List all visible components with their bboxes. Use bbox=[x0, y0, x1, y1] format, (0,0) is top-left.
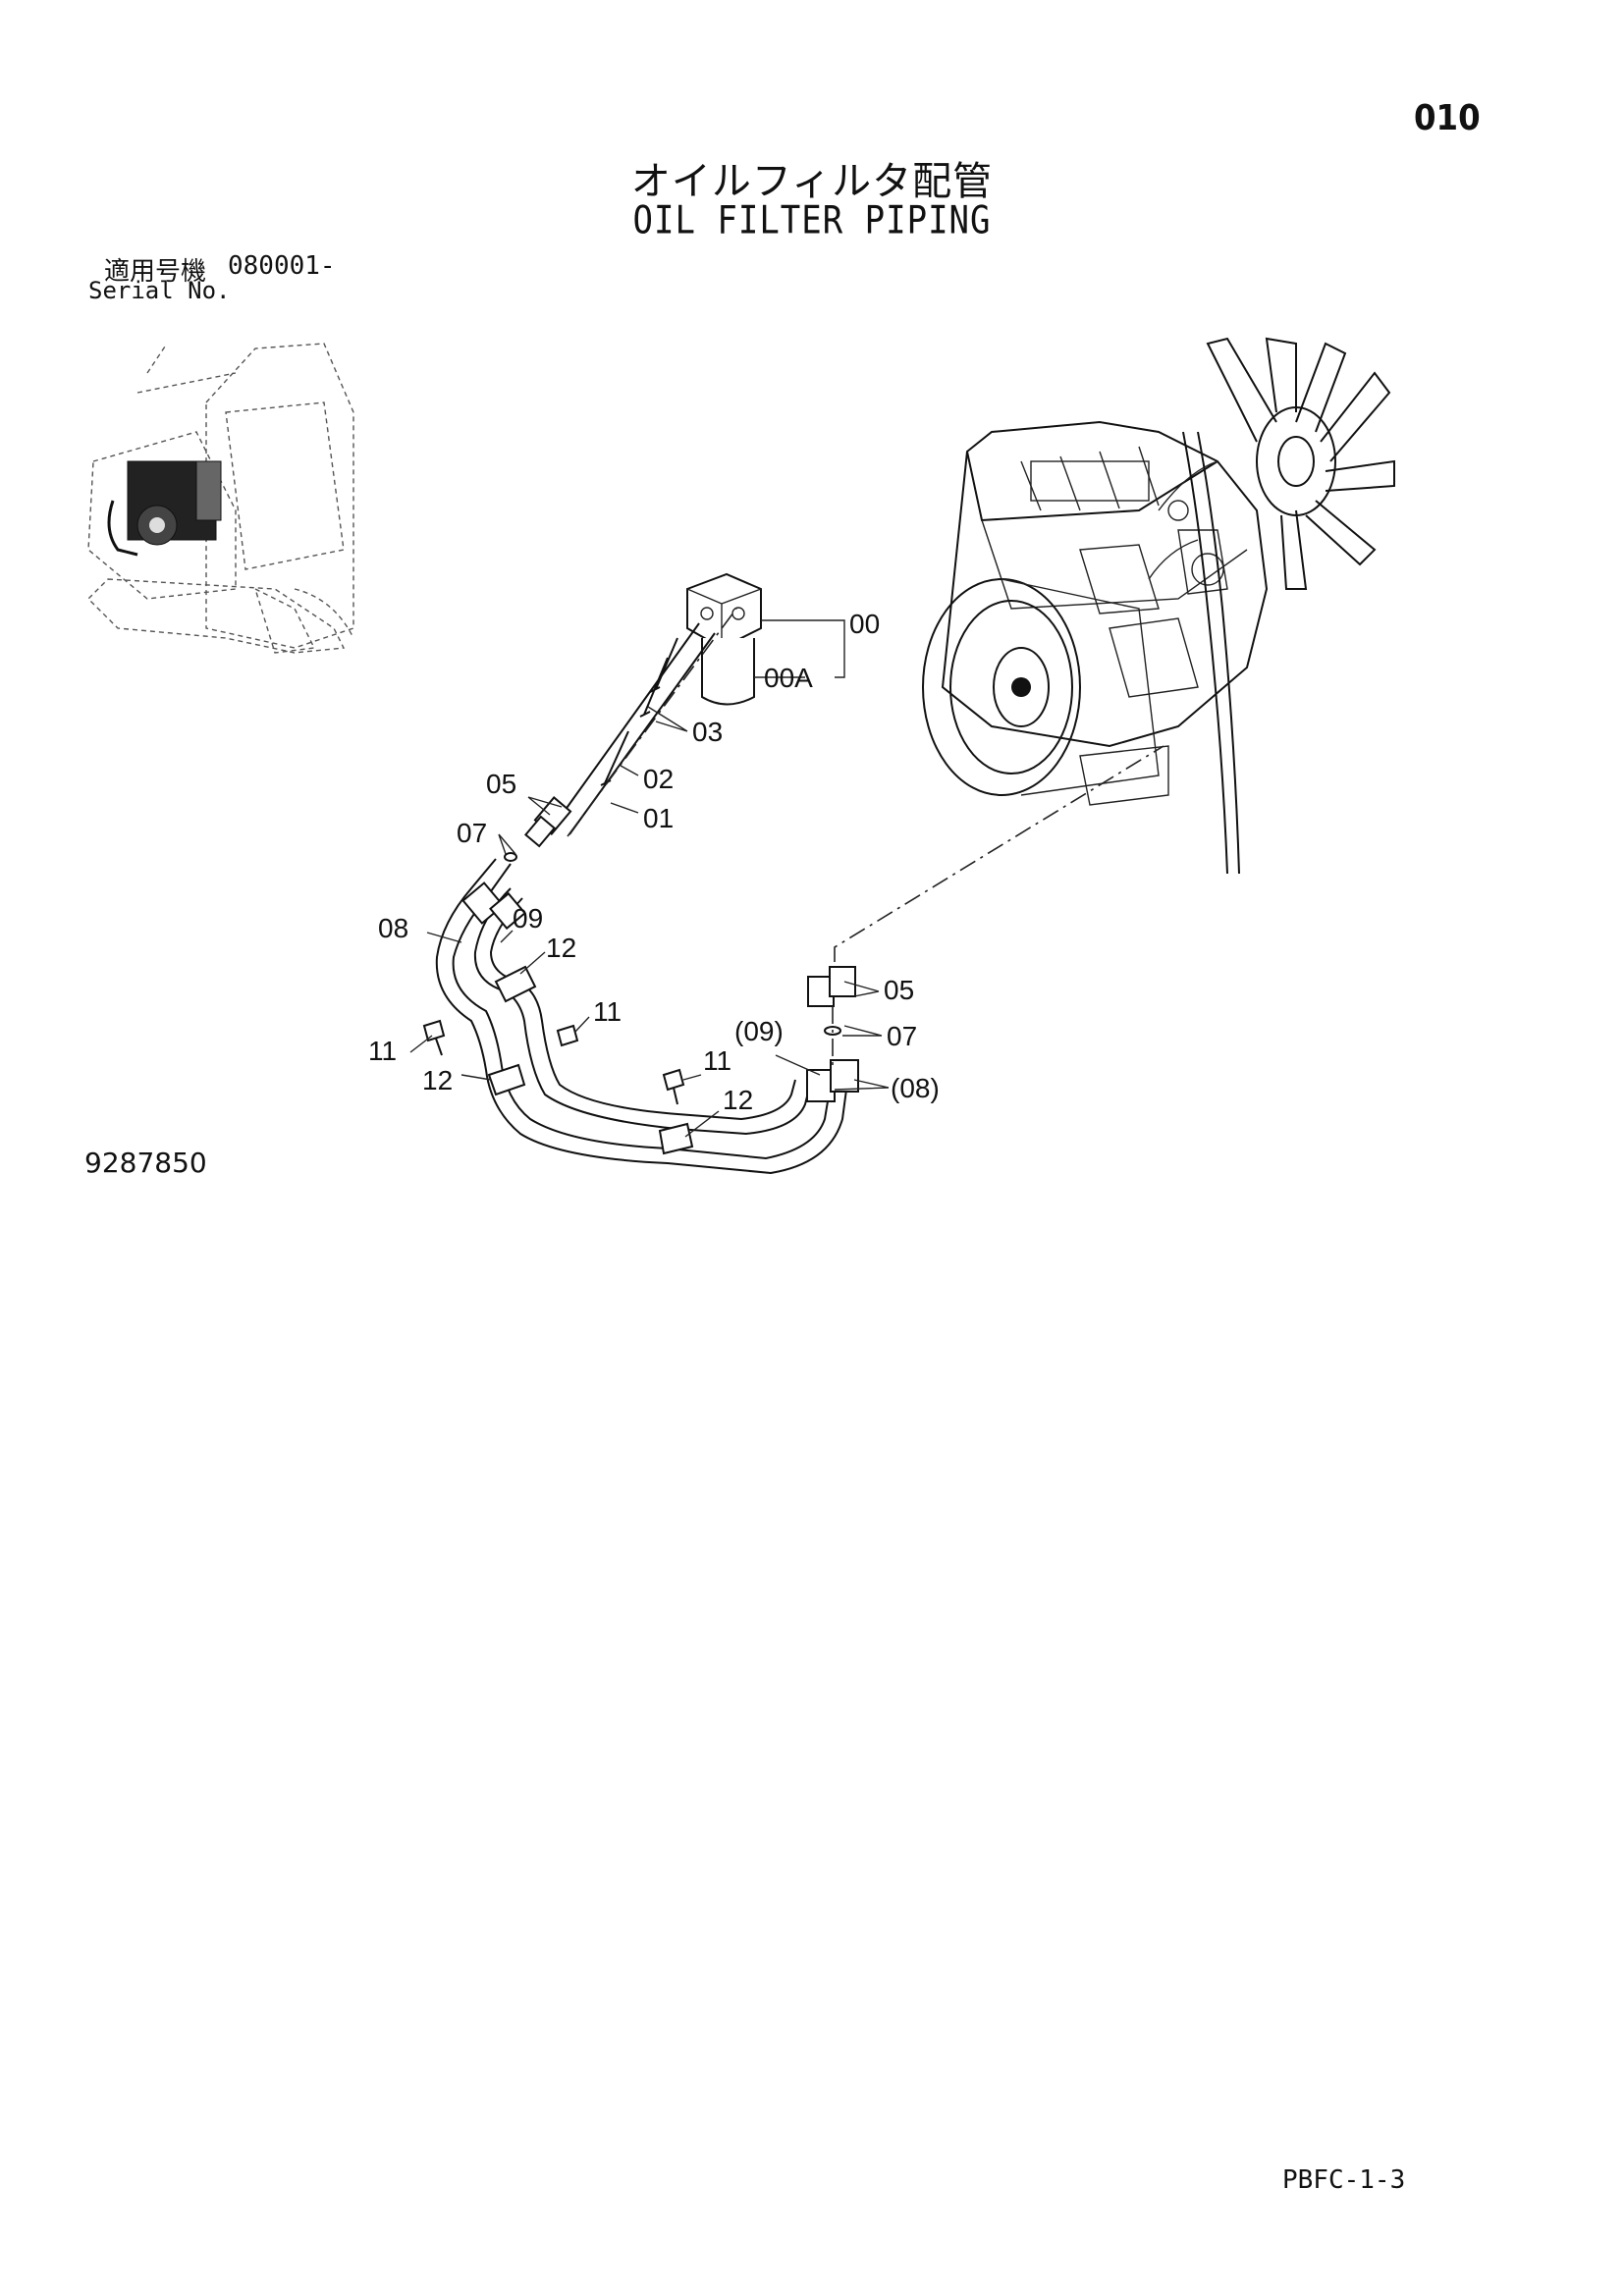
callout-07-left: 07 bbox=[457, 818, 487, 848]
callout-01: 01 bbox=[643, 803, 674, 833]
callout-08: 08 bbox=[378, 913, 408, 943]
callout-08-reference: (08) bbox=[891, 1073, 940, 1103]
callout-09-reference: (09) bbox=[734, 1016, 784, 1046]
drawing-number: 9287850 bbox=[84, 1147, 207, 1179]
callout-11-right: 11 bbox=[593, 996, 622, 1027]
callout-11-left: 11 bbox=[368, 1036, 397, 1066]
serial-label-english: Serial No. bbox=[88, 277, 231, 304]
callout-00: 00 bbox=[849, 609, 880, 639]
callout-12-bottom: 12 bbox=[723, 1085, 753, 1115]
page-title-japanese: オイルフィルタ配管 bbox=[630, 159, 994, 204]
callout-05-left: 05 bbox=[486, 769, 516, 799]
page-number: 010 bbox=[1414, 98, 1481, 138]
callout-02: 02 bbox=[643, 764, 674, 794]
page-code: PBFC-1-3 bbox=[1282, 2165, 1406, 2195]
callouts: 00 00A 03 02 01 05 07 08 09 12 11 11 12 … bbox=[368, 609, 940, 1115]
leader-lines bbox=[409, 619, 890, 1138]
serial-number-value: 080001- bbox=[228, 251, 336, 281]
callout-11-bottom: 11 bbox=[703, 1045, 731, 1076]
callout-03: 03 bbox=[692, 717, 723, 747]
serial-label-japanese: 適用号機 bbox=[104, 257, 207, 287]
callout-00A: 00A bbox=[764, 663, 813, 693]
callout-07-right: 07 bbox=[887, 1021, 917, 1051]
callout-09: 09 bbox=[513, 903, 543, 934]
callout-12-left: 12 bbox=[422, 1065, 453, 1095]
oil-filter-assembly bbox=[422, 572, 1164, 1175]
page-title-english: OIL FILTER PIPING bbox=[632, 198, 992, 243]
callout-12-top: 12 bbox=[546, 933, 576, 963]
machine-location-thumbnail bbox=[87, 343, 354, 654]
engine-illustration bbox=[922, 337, 1395, 875]
callout-05-right: 05 bbox=[884, 975, 914, 1005]
